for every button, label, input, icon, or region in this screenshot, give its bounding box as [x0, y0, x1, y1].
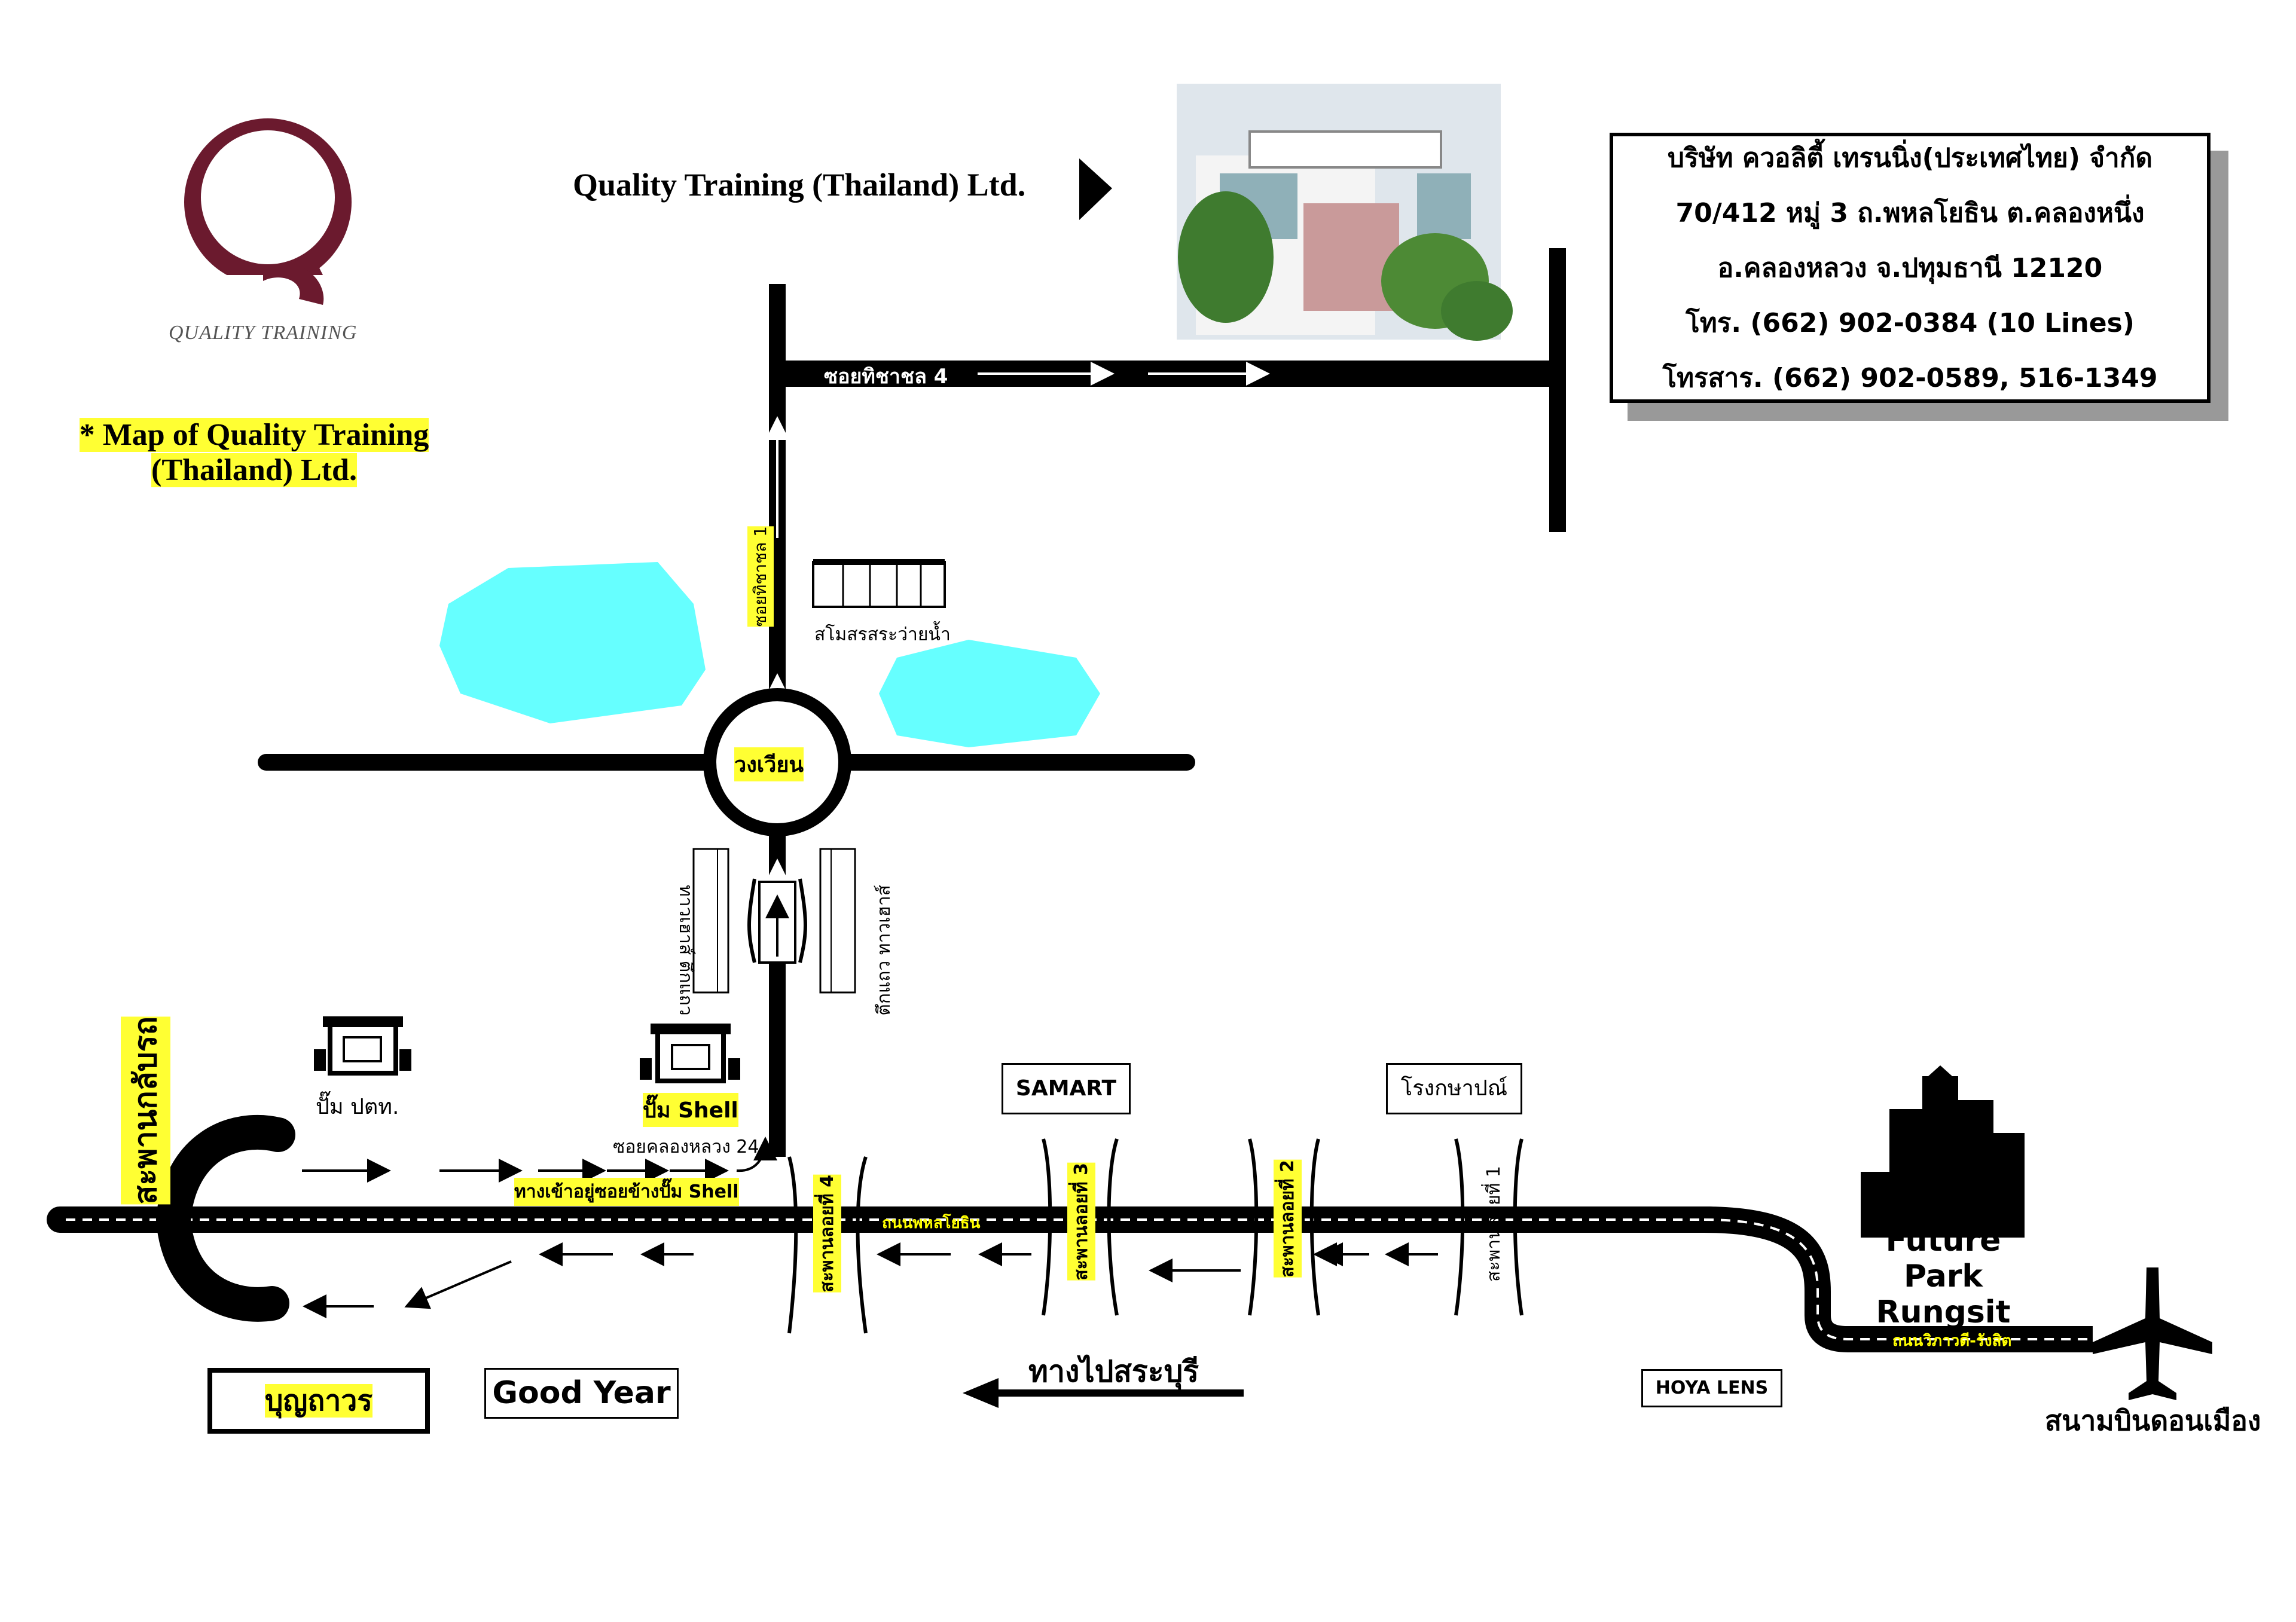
- shell-station-label: ปั๊ม Shell: [643, 1093, 738, 1127]
- townhouse-right-icon: [819, 848, 856, 994]
- swimming-club-icon: [812, 559, 946, 608]
- road-phahon-label: ถนนพหลโยธิน: [882, 1214, 981, 1232]
- uturn-bridge: [155, 1114, 295, 1322]
- page-title: Quality Training (Thailand) Ltd.: [573, 167, 1026, 203]
- shell-gas-station-icon: [640, 1024, 740, 1083]
- company-address-card: บริษัท ควอลิตี้ เทรนนิ่ง(ประเทศไทย) จำกั…: [1610, 133, 2210, 403]
- hoya-lens-label: HOYA LENS: [1641, 1369, 1782, 1407]
- airport-label: สนามบินดอนเมือง: [2045, 1404, 2261, 1437]
- future-park-line2: Rungsit: [1876, 1294, 2011, 1330]
- lake-left: [439, 562, 706, 723]
- overpass-3-label: สะพานลอยที่ 3: [1067, 1163, 1095, 1281]
- map-title: * Map of Quality Training (Thailand) Ltd…: [51, 417, 457, 488]
- overpass-2: [1248, 1138, 1320, 1316]
- swimming-club-label: สโมสรสระว่ายน้ำ: [814, 624, 951, 645]
- overpass-3: [1042, 1138, 1119, 1316]
- future-park-label: Future Park Rungsit: [1842, 1223, 2045, 1330]
- future-park-city-icon: [1861, 1065, 2025, 1238]
- company-address-line1: 70/412 หมู่ 3 ถ.พหลโยธิน ต.คลองหนึ่ง: [1675, 198, 2145, 228]
- road-soi4-label: ซอยทิชาชล 4: [824, 365, 948, 389]
- company-fax: โทรสาร. (662) 902-0589, 516-1349: [1662, 363, 2158, 393]
- roundabout-label: วงเวียน: [734, 747, 804, 781]
- map-title-line2: (Thailand) Ltd.: [151, 453, 357, 487]
- soi-klongluang-24-label: ซอยคลองหลวง 24: [613, 1137, 759, 1157]
- shell-entry-label: ทางเข้าอยู่ซอยข้างปั๊ม Shell: [514, 1178, 739, 1206]
- boonthavorn-label: บุญถาวร: [264, 1384, 373, 1418]
- overpass-2-label: สะพานลอยที่ 2: [1274, 1160, 1302, 1278]
- townhouse-left-label: ทาวเฮาส์ ตึกแถว: [675, 885, 696, 1016]
- overpass-4-label: สะพานลอยที่ 4: [813, 1175, 841, 1293]
- to-saraburi-label: ทางไปสระบุรี: [1028, 1354, 1199, 1389]
- airplane-icon: [2093, 1267, 2212, 1400]
- future-park-line1: Future Park: [1885, 1223, 2001, 1294]
- overpass-1-label: สะพานลอยที่ 1: [1483, 1166, 1504, 1282]
- goodyear-label: Good Year: [484, 1368, 679, 1419]
- lake-right: [879, 640, 1100, 747]
- logo-caption: QUALITY TRAINING: [169, 322, 358, 344]
- ptt-gas-station-icon: [314, 1016, 411, 1076]
- overpass-4: [787, 1156, 868, 1334]
- road-vibhavadi-label: ถนนวิภาวดี-รังสิต: [1892, 1332, 2012, 1350]
- boonthavorn-box: บุญถาวร: [207, 1368, 430, 1434]
- company-phone: โทร. (662) 902-0384 (10 Lines): [1686, 308, 2135, 338]
- building-photo: [1177, 84, 1513, 341]
- post-office-label: โรงกษาปณ์: [1386, 1063, 1522, 1114]
- road-soi1-label: ซอยทิชาชล 1: [747, 526, 774, 627]
- townhouse-left-icon: [692, 848, 729, 994]
- company-name: บริษัท ควอลิตี้ เทรนนิ่ง(ประเทศไทย) จำกั…: [1668, 143, 2152, 173]
- overpass-1: [1454, 1138, 1523, 1316]
- company-logo: [179, 118, 359, 311]
- ptt-station-label: ปั๊ม ปตท.: [316, 1095, 399, 1119]
- company-address-line2: อ.คลองหลวง จ.ปทุมธานี 12120: [1717, 253, 2103, 283]
- map-title-line1: * Map of Quality Training: [79, 418, 429, 452]
- townhouse-right-label: ตึกแถว ทาวเฮาส์: [874, 885, 894, 1016]
- header-arrow-icon: [1079, 158, 1112, 220]
- uturn-bridge-label: สะพานกลับรถ: [121, 1016, 170, 1205]
- samart-label: SAMART: [1002, 1063, 1131, 1114]
